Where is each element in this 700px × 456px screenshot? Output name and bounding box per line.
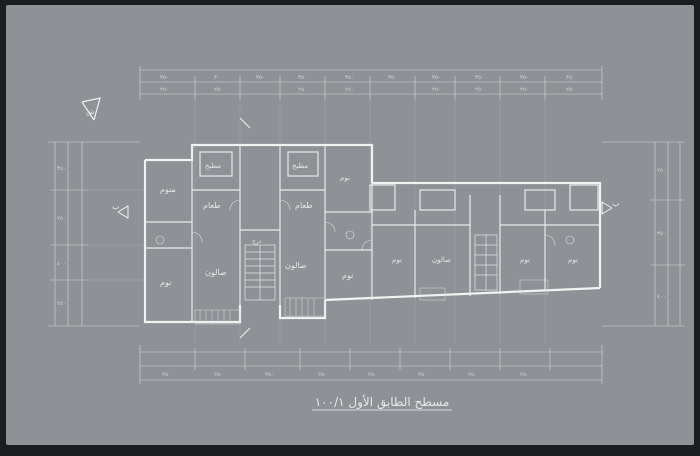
dimension-text: ٢٥٠ [468,372,477,378]
room-label: نوم [568,256,578,264]
dimension-text: ٢٥٠ [566,87,575,93]
dimension-text: ٢٥٠ [520,372,529,378]
dimension-text: ٤٠٠ [657,294,666,300]
section-markers [117,117,613,339]
room-label: نوم [392,256,402,264]
dimension-text: ٢٥٠ [214,372,223,378]
drawing-title: مسطح الطابق الأول ١٠٠/١ [315,394,450,410]
room-label: صالون [432,256,451,264]
dimension-text: ٢٥٠ [265,372,274,378]
dimension-text: ٣٥٠ [432,75,441,81]
door-swings [155,199,575,251]
room-label: صالون [205,268,227,277]
dimension-text: ٢٥٠ [345,87,354,93]
balcony-strips [194,279,549,325]
dimension-text: ٣٥٠ [657,231,666,237]
dimension-text: ٢٥٠ [318,372,327,378]
left-dimension-lines [48,141,140,327]
dimension-text: ٢٥٠ [432,87,441,93]
dimension-text: ٢٥٠ [418,372,427,378]
dimension-text: ٢٥٠ [160,87,169,93]
room-label: نوم [342,271,353,280]
room-label: مطبخ [205,162,221,170]
room-label: درج [252,238,262,245]
dimension-text: ٣٥٠ [566,75,575,81]
dimension-text: ٢٥٠ [57,301,66,307]
room-label: نوم [340,174,350,182]
dimension-text: ٣٥٠ [475,75,484,81]
dimension-text: ٢٥٠ [162,372,171,378]
section-mark-right: ب [612,199,620,208]
dimension-text: ٣٥٠ [298,75,307,81]
dimension-text: ٣٥٠ [256,75,265,81]
right-dimension-lines [602,141,685,327]
north-arrow-icon [81,97,101,121]
dimension-text: ٣٥٠ [160,75,169,81]
room-label: نوم [520,256,530,264]
dimension-text: ٣٠ [214,75,220,81]
room-label: طعام [203,201,221,210]
bottom-dimension-texts: ٢٥٠ ٢٥٠ ٢٥٠ ٢٥٠ ٢٥٠ ٢٥٠ ٢٥٠ ٢٥٠ [162,372,529,378]
dimension-text: ٢٥٠ [475,87,484,93]
dimension-text: ٣٥٠ [388,75,397,81]
room-label: منوم [160,185,176,194]
dimension-text: ٢٥٠ [298,87,307,93]
dimension-text: ٢٥٠ [368,372,377,378]
stair-core [244,234,498,301]
room-labels: منوم مطبخ طعام صالون نوم مطبخ طعام صالون… [160,162,578,287]
room-label: صالون [285,261,307,270]
bottom-dimension-lines [139,345,603,384]
north-arrow-label: ش [86,108,95,116]
paper-background [6,5,694,445]
side-dimension-texts: ٣٥٠ ٢٥٠ ٤٠٠ ٢٥٠ ٢٥٠ ٣٥٠ ٤٠٠ [57,166,666,307]
room-label: طعام [295,201,313,210]
top-dimension-texts: ٣٥٠ ٣٠ ٣٥٠ ٣٥٠ ٣٥٠ ٣٥٠ ٣٥٠ ٣٥٠ ٣٥٠ ٣٥٠ ٢… [160,75,575,93]
dimension-text: ٤٠٠ [57,261,66,267]
dimension-text: ٢٥٠ [214,87,223,93]
dimension-text: ٢٥٠ [520,87,529,93]
dimension-text: ٢٥٠ [657,168,666,174]
dimension-text: ٣٥٠ [345,75,354,81]
section-mark-left: ب [112,202,120,211]
room-label: نوم [160,278,171,287]
dimension-text: ٣٥٠ [57,166,66,172]
interior-walls [145,145,600,322]
room-label: مطبخ [292,162,308,170]
dimension-text: ٣٥٠ [520,75,529,81]
top-dimension-lines [139,66,603,100]
dimension-text: ٢٥٠ [57,216,66,222]
